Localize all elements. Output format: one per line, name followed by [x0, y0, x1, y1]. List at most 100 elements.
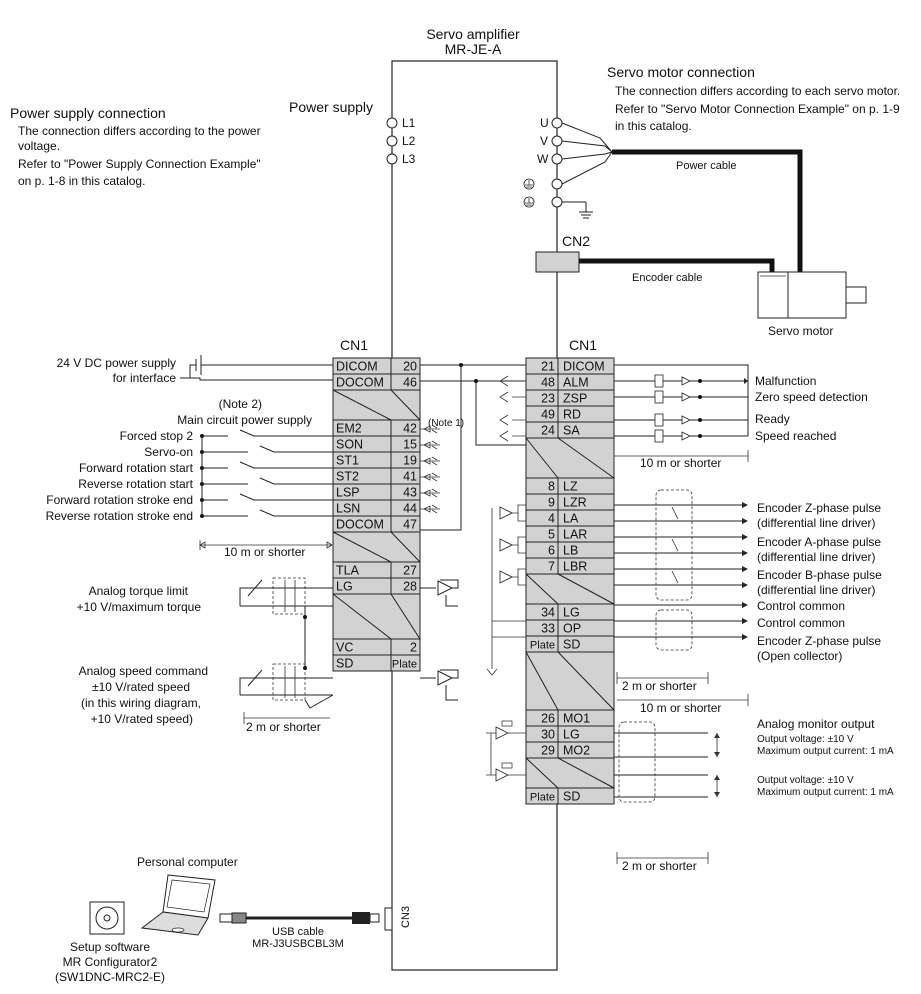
servo-motor-label: Servo motor	[768, 324, 833, 338]
terminal-l2	[386, 135, 398, 147]
right-distance-2m-b: 2 m or shorter	[622, 859, 697, 873]
terminal-l2-label: L2	[402, 134, 416, 148]
power-note-2: voltage.	[18, 139, 60, 153]
encoder-a-label-1: Encoder A-phase pulse	[757, 535, 881, 549]
power-supply-label: Power supply	[289, 99, 373, 115]
open-collector-label-2: (Open collector)	[757, 649, 842, 663]
cn1-right-pin: 49	[541, 408, 555, 422]
power-cable-label: Power cable	[676, 160, 737, 172]
cn1-left-pin: 28	[403, 580, 417, 594]
encoder-cable	[579, 258, 775, 272]
mo2-voltage: Output voltage: ±10 V	[757, 775, 854, 786]
cn1-right-row-lg-30: 30 LG	[525, 725, 615, 743]
cn1-right-signal: LB	[563, 544, 578, 558]
cn1-right-pin: 8	[548, 480, 555, 494]
input-label-5: Forward rotation stroke end	[46, 493, 193, 507]
terminal-pe-2	[551, 196, 563, 208]
cn1-right-signal: SD	[563, 790, 580, 804]
input-label-2: Servo-on	[144, 445, 193, 459]
cn1-right-pin: 23	[541, 392, 555, 406]
speed-label-3: (in this wiring diagram,	[81, 696, 201, 710]
usb-cable-label: USB cable	[272, 926, 324, 938]
motor-note-2: Refer to "Servo Motor Connection Example…	[615, 102, 900, 116]
cn1-right-signal: ALM	[563, 376, 589, 390]
cn1-right-signal: LA	[563, 512, 579, 526]
cn1-right-pin: Plate	[530, 792, 555, 804]
motor-note-3: in this catalog.	[615, 119, 692, 133]
op-shield	[655, 609, 693, 651]
encoder-b-label-1: Encoder B-phase pulse	[757, 568, 882, 582]
note2-label: (Note 2)	[219, 397, 262, 411]
cn1-right-pin: 4	[548, 512, 555, 526]
input-label-3: Forward rotation start	[79, 461, 194, 475]
cn1-right-pin: 24	[541, 424, 555, 438]
analog-monitor-label: Analog monitor output	[757, 717, 875, 731]
cn1-right-signal: SD	[563, 638, 580, 652]
input-label-6: Reverse rotation stroke end	[46, 509, 193, 523]
cn1-left-title: CN1	[340, 337, 368, 353]
terminal-l3	[386, 153, 398, 165]
cn1-right-signal: OP	[563, 622, 581, 636]
cn1-right-signal: ZSP	[563, 392, 587, 406]
cn1-right-spacer	[525, 757, 615, 789]
cn1-right-spacer	[525, 651, 615, 711]
main-circuit-label: Main circuit power supply	[177, 413, 312, 427]
terminal-w-label: W	[537, 152, 549, 166]
right-distance-2m-a: 2 m or shorter	[622, 679, 697, 693]
cn1-right-pin: Plate	[530, 640, 555, 652]
cn1-left-pin: Plate	[392, 659, 417, 671]
terminal-v	[551, 135, 563, 147]
power-heading: Power supply connection	[10, 105, 166, 121]
cn1-left-signal: SD	[336, 657, 353, 671]
cn1-left-pin: 27	[403, 564, 417, 578]
cn1-left-pin: 46	[403, 376, 417, 390]
cn1-right-pin: 34	[541, 606, 555, 620]
cn1-right-pin: 33	[541, 622, 555, 636]
speed-label-4: +10 V/rated speed)	[91, 712, 193, 726]
mo2-current: Maximum output current: 1 mA	[757, 787, 894, 798]
note1-label: (Note 1)	[428, 418, 464, 429]
cn1-right-row-lb-6: 6 LB	[525, 541, 615, 559]
cn1-left-signal: ST2	[336, 470, 359, 484]
output-ready: Ready	[755, 412, 790, 426]
cn1-right-row-sd-plate: Plate SD	[525, 635, 615, 653]
analog-input-buffers	[420, 579, 459, 701]
right-distance-10m-b: 10 m or shorter	[640, 701, 721, 715]
cn1-right-signal: LG	[563, 606, 580, 620]
cn1-left-signal: VC	[336, 641, 353, 655]
cn1-right-pin: 9	[548, 496, 555, 510]
cn1-right-pin: 21	[541, 360, 555, 374]
cn1-left-spacer	[332, 389, 421, 421]
cn1-right-row-dicom-21: 21 DICOM	[525, 357, 615, 375]
cn1-right-signal: LG	[563, 728, 580, 742]
input-label-1: Forced stop 2	[120, 429, 194, 443]
cn1-right-pin: 30	[541, 728, 555, 742]
dc24-battery	[180, 355, 333, 381]
cn1-right-title: CN1	[569, 337, 597, 353]
motor-note-1: The connection differs according to each…	[615, 84, 900, 98]
setup-software-1: Setup software	[70, 940, 150, 954]
cn1-right-pin: 48	[541, 376, 555, 390]
power-cable	[612, 149, 803, 272]
cn1-right-pin: 6	[548, 544, 555, 558]
cn2-label: CN2	[562, 233, 590, 249]
usb-cable	[219, 912, 380, 924]
cn1-right-signal: LZR	[563, 496, 587, 510]
cn1-right-signal: DICOM	[563, 360, 605, 374]
analog-input-wiring	[239, 577, 334, 724]
ground-symbol-2	[523, 196, 535, 208]
mo1-voltage: Output voltage: ±10 V	[757, 734, 854, 745]
cn1-left-spacer	[332, 593, 421, 640]
cn1-right-row-op-33: 33 OP	[525, 619, 615, 637]
